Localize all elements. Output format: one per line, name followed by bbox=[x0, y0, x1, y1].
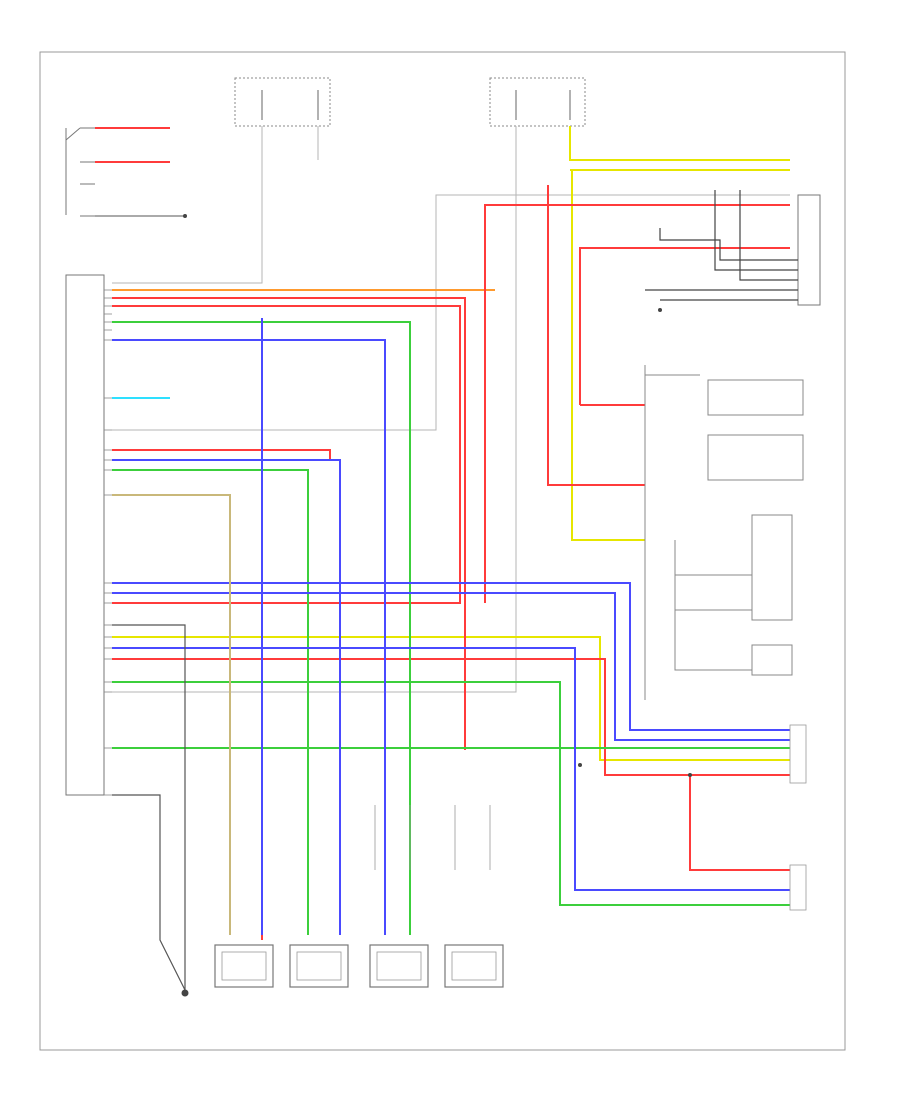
motor-actuator-2 bbox=[289, 944, 349, 988]
red-wires bbox=[112, 185, 790, 940]
green-wires bbox=[112, 321, 790, 935]
motor-actuator-4 bbox=[444, 944, 504, 988]
black-harness-lines bbox=[645, 190, 798, 301]
control-module-box bbox=[65, 274, 105, 796]
wire-black-ground-2 bbox=[112, 794, 186, 991]
right-module bbox=[644, 365, 804, 700]
motor-actuator-3 bbox=[369, 944, 429, 988]
fuse-box-left bbox=[234, 77, 331, 127]
blue-wires bbox=[112, 318, 790, 935]
fuse-symbols bbox=[261, 90, 571, 120]
fuse-box-right bbox=[489, 77, 586, 127]
ignition-switch bbox=[65, 127, 95, 217]
right-connector-mid bbox=[789, 724, 807, 784]
wire-black-ground bbox=[112, 624, 186, 990]
diagram-border bbox=[39, 51, 846, 1051]
right-connector-bottom bbox=[789, 864, 807, 911]
splice-dots bbox=[183, 214, 692, 777]
yellow-wires bbox=[112, 126, 790, 761]
ground-icon bbox=[181, 989, 189, 997]
gray-feed-wires bbox=[112, 126, 790, 693]
right-connector-top bbox=[797, 194, 821, 306]
mid-connector-pins bbox=[374, 805, 491, 870]
control-module-pins bbox=[104, 289, 112, 796]
wire-tan-1 bbox=[112, 494, 231, 935]
motor-actuator-1 bbox=[214, 944, 274, 988]
